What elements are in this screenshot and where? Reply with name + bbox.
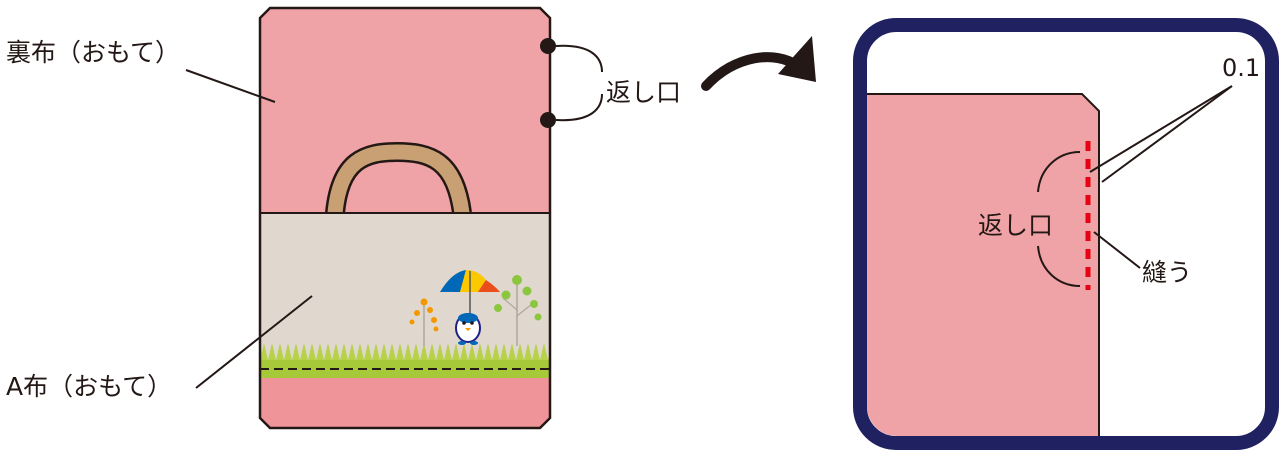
- opening-label-left: 返し口: [606, 78, 682, 107]
- tree-left-icon: [409, 298, 439, 346]
- curved-arrow-icon: [701, 36, 816, 91]
- leader-line-margin-2: [1101, 85, 1233, 183]
- leader-line-lining: [185, 69, 276, 103]
- opening-marker-right: [1037, 151, 1081, 287]
- bag-left: [185, 6, 603, 430]
- a-fabric-panel: [260, 213, 550, 360]
- tree-right-icon: [494, 275, 542, 346]
- penguin-with-umbrella-icon: [440, 270, 500, 345]
- a-fabric-face-label: A布（おもて）: [6, 372, 173, 401]
- lining-bottom: [260, 378, 550, 428]
- leader-line-sew: [1093, 231, 1141, 269]
- seam-margin-label: 0.1: [1222, 54, 1261, 82]
- lining-detail: [867, 93, 1100, 436]
- opening-label-right: 返し口: [978, 211, 1054, 240]
- leader-line-a-fabric: [195, 295, 313, 389]
- bag-outline: [258, 6, 552, 430]
- sew-label: 縫う: [1142, 258, 1193, 287]
- detail-frame: [853, 18, 1279, 450]
- lining-fabric: [260, 8, 550, 213]
- grass-border: [260, 343, 550, 378]
- opening-marker-left: [540, 38, 603, 128]
- lining-face-label: 裏布（おもて）: [6, 38, 181, 67]
- leader-line-margin-1: [1089, 85, 1233, 173]
- bag-handle: [325, 141, 472, 215]
